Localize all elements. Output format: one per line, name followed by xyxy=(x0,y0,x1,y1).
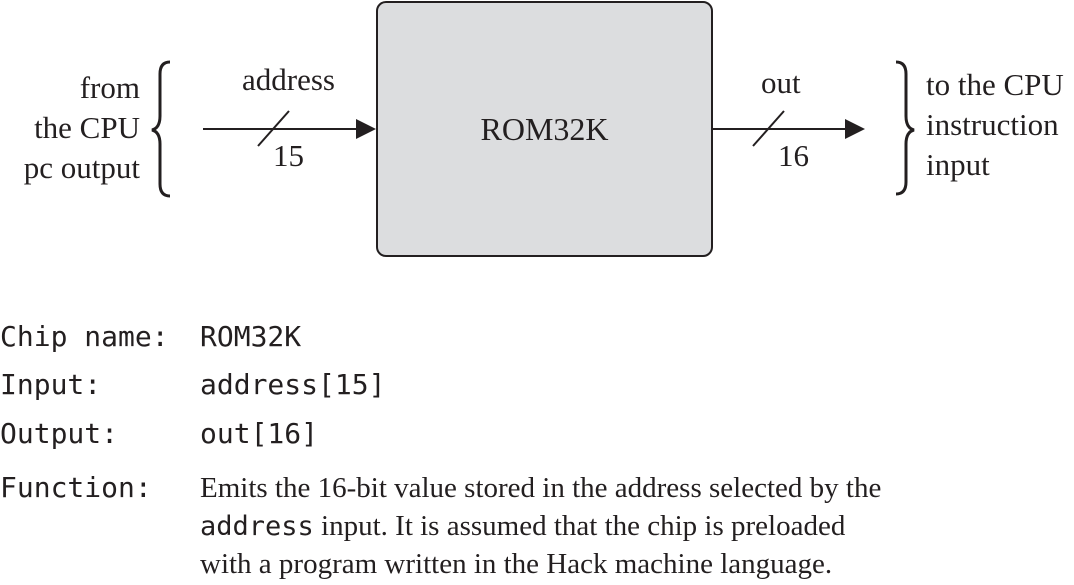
spec-output-label: Output: xyxy=(0,417,119,450)
spec-output-row: Output: out[16] xyxy=(0,417,318,451)
function-text: with a program written in the Hack machi… xyxy=(200,548,833,580)
input-source-line-3: pc output xyxy=(23,150,140,185)
right-brace xyxy=(895,60,915,196)
input-source-line-1: from xyxy=(79,70,140,105)
spec-chip-name-label: Chip name: xyxy=(0,320,169,353)
left-brace xyxy=(151,60,171,198)
function-text: input. It is assumed that the chip is pr… xyxy=(313,510,846,542)
spec-chip-name-row: Chip name: ROM32K xyxy=(0,320,301,354)
address-pin-label: address xyxy=(242,62,335,97)
spec-function-line-3: with a program written in the Hack machi… xyxy=(200,546,832,582)
output-dest-line-1: to the CPU xyxy=(926,67,1064,102)
function-text: Emits the 16-bit value stored in the add… xyxy=(200,472,882,504)
spec-input-label: Input: xyxy=(0,368,102,401)
out-pin-label: out xyxy=(761,65,801,100)
spec-chip-name-value: ROM32K xyxy=(200,320,302,353)
chip-box: ROM32K xyxy=(376,1,713,257)
input-source-line-2: the CPU xyxy=(34,110,140,145)
output-dest-line-2: instruction xyxy=(926,107,1059,142)
spec-output-value: out[16] xyxy=(200,417,319,450)
spec-function-label: Function: xyxy=(0,471,152,504)
out-arrowhead xyxy=(845,119,865,139)
address-arrowhead xyxy=(356,119,376,139)
out-bus-width: 16 xyxy=(778,138,809,173)
address-bus-slash xyxy=(257,110,290,147)
spec-input-value: address[15] xyxy=(200,368,386,401)
out-bus-slash xyxy=(752,110,785,147)
rom32k-diagram: from the CPU pc output address 15 ROM32K… xyxy=(0,0,1074,270)
function-code-word: address xyxy=(200,511,314,542)
spec-function-line-1: Emits the 16-bit value stored in the add… xyxy=(200,470,881,506)
output-dest-line-3: input xyxy=(926,147,990,182)
address-bus-width: 15 xyxy=(273,138,304,173)
diagram-wires xyxy=(151,60,915,198)
spec-input-row: Input: address[15] xyxy=(0,368,385,402)
chip-label: ROM32K xyxy=(480,111,609,147)
spec-function-line-2: address input. It is assumed that the ch… xyxy=(200,508,845,545)
